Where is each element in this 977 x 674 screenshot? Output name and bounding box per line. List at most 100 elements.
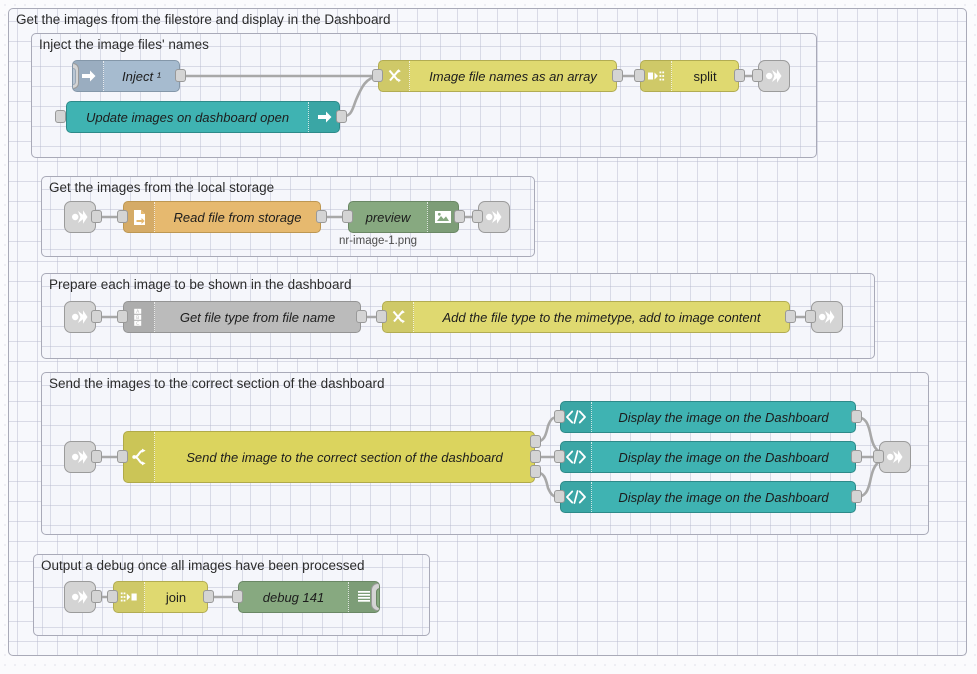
link-in-icon [72, 450, 88, 464]
node-link-out-4[interactable] [879, 441, 911, 473]
group-3-label: Prepare each image to be shown in the da… [49, 277, 352, 292]
port-output-display-2[interactable] [851, 450, 862, 463]
port-output-inject[interactable] [175, 69, 186, 82]
port-output-image-file-names[interactable] [612, 69, 623, 82]
node-get-file-type[interactable]: A B C Get file type from file name [123, 301, 361, 333]
port-input-split[interactable] [634, 69, 645, 82]
port-output-add-file-type[interactable] [785, 310, 796, 323]
node-image-file-names-label: Image file names as an array [429, 68, 597, 84]
port-input-switch[interactable] [117, 450, 128, 463]
group-grid [32, 34, 816, 157]
group-2-label: Get the images from the local storage [49, 180, 275, 195]
port-output-update-images[interactable] [336, 110, 347, 123]
link-in-icon [72, 590, 88, 604]
port-input-display-1[interactable] [554, 410, 565, 423]
group-1-label: Inject the image files' names [39, 37, 209, 52]
node-display-image-1[interactable]: Display the image on the Dashboard [560, 401, 856, 433]
port-output-display-1[interactable] [851, 410, 862, 423]
template-code-icon [561, 442, 592, 472]
port-output-link-in-3[interactable] [91, 310, 102, 323]
node-switch-label: Send the image to the correct section of… [186, 449, 503, 465]
node-display-image-2-label: Display the image on the Dashboard [618, 449, 829, 465]
port-output-link-in-2[interactable] [91, 210, 102, 223]
port-output-switch-1[interactable] [530, 435, 541, 448]
svg-text:A: A [136, 309, 140, 315]
link-out-icon [766, 69, 782, 83]
node-preview[interactable]: preview [348, 201, 459, 233]
template-code-icon [561, 482, 592, 512]
function-icon [379, 61, 410, 91]
node-update-images-label: Update images on dashboard open [85, 109, 290, 125]
ui-control-arrow-icon [308, 102, 339, 132]
change-abc-icon: A B C [124, 302, 155, 332]
port-input-display-2[interactable] [554, 450, 565, 463]
group-5-label: Output a debug once all images have been… [41, 558, 365, 573]
link-out-icon [819, 310, 835, 324]
port-input-get-file-type[interactable] [117, 310, 128, 323]
node-link-out-2[interactable] [478, 201, 510, 233]
port-output-join[interactable] [203, 590, 214, 603]
port-input-preview[interactable] [342, 210, 353, 223]
port-input-link-out-3[interactable] [805, 310, 816, 323]
node-read-file[interactable]: Read file from storage [123, 201, 321, 233]
node-display-image-2[interactable]: Display the image on the Dashboard [560, 441, 856, 473]
port-input-join[interactable] [107, 590, 118, 603]
node-switch-dashboard-section[interactable]: Send the image to the correct section of… [123, 431, 535, 483]
node-link-in-2[interactable] [64, 201, 96, 233]
port-input-link-out-1[interactable] [752, 69, 763, 82]
node-image-file-names[interactable]: Image file names as an array [378, 60, 617, 92]
svg-text:C: C [136, 321, 139, 327]
node-inject-label: Inject ¹ [121, 68, 161, 84]
node-add-file-type[interactable]: Add the file type to the mimetype, add t… [382, 301, 790, 333]
node-read-file-label: Read file from storage [173, 209, 302, 225]
port-input-link-out-4[interactable] [873, 450, 884, 463]
port-input-debug[interactable] [232, 590, 243, 603]
port-output-read-file[interactable] [316, 210, 327, 223]
port-output-get-file-type[interactable] [356, 310, 367, 323]
svg-text:B: B [136, 315, 139, 321]
port-output-preview[interactable] [454, 210, 465, 223]
node-update-images[interactable]: Update images on dashboard open [66, 101, 340, 133]
port-input-add-file-type[interactable] [376, 310, 387, 323]
node-debug-label: debug 141 [262, 589, 325, 605]
group-4-label: Send the images to the correct section o… [49, 376, 385, 391]
switch-fork-icon [124, 432, 155, 482]
port-input-link-out-2[interactable] [472, 210, 483, 223]
node-join-label: join [165, 589, 187, 605]
link-out-icon [486, 210, 502, 224]
port-input-display-3[interactable] [554, 490, 565, 503]
port-output-link-in-5[interactable] [91, 590, 102, 603]
join-icon [114, 582, 145, 612]
node-join[interactable]: join [113, 581, 208, 613]
node-preview-label: preview [365, 209, 411, 225]
debug-toggle-face [376, 588, 379, 608]
group-outer-label: Get the images from the filestore and di… [16, 12, 391, 27]
node-link-out-3[interactable] [811, 301, 843, 333]
node-split[interactable]: split [640, 60, 739, 92]
node-split-label: split [693, 68, 717, 84]
port-input-read-file[interactable] [117, 210, 128, 223]
port-output-split[interactable] [734, 69, 745, 82]
port-output-switch-2[interactable] [530, 450, 541, 463]
node-get-file-type-label: Get file type from file name [179, 309, 336, 325]
port-input-update-images[interactable] [55, 110, 66, 123]
node-link-in-4[interactable] [64, 441, 96, 473]
group-inject-names[interactable]: Inject the image files' names [31, 33, 817, 158]
port-output-display-3[interactable] [851, 490, 862, 503]
port-output-switch-3[interactable] [530, 465, 541, 478]
link-in-icon [72, 210, 88, 224]
node-preview-subtext: nr-image-1.png [339, 235, 417, 247]
port-output-link-in-4[interactable] [91, 450, 102, 463]
image-preview-icon [427, 202, 458, 232]
node-inject[interactable]: Inject ¹ [72, 60, 180, 92]
split-icon [641, 61, 672, 91]
node-display-image-3[interactable]: Display the image on the Dashboard [560, 481, 856, 513]
port-input-image-file-names[interactable] [372, 69, 383, 82]
function-icon [383, 302, 414, 332]
inject-trigger-button[interactable] [73, 63, 79, 89]
node-debug[interactable]: debug 141 [238, 581, 380, 613]
template-code-icon [561, 402, 592, 432]
link-in-icon [72, 310, 88, 324]
debug-enable-toggle-button[interactable] [371, 583, 379, 611]
